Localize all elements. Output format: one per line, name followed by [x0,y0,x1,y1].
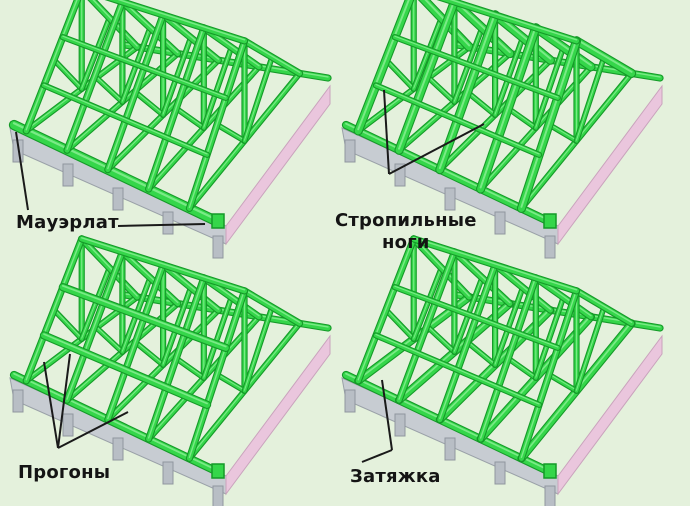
plate-block [211,213,225,229]
leader-line [57,353,71,449]
support-pier [344,139,356,163]
truss-panel-1 [8,0,332,259]
support-pier [494,211,506,235]
side-wall [557,84,663,246]
truss-panel-3 [9,235,332,506]
plate-block [543,463,557,479]
leader-line [383,89,390,175]
support-pier [112,437,124,461]
support-pier [62,163,74,187]
side-wall [557,334,663,496]
support-pier [12,389,24,413]
support-pier [444,187,456,211]
support-pier [162,461,174,485]
support-pier [544,235,556,259]
support-pier [494,461,506,485]
leader-line [388,123,485,175]
leader-line [57,411,129,449]
plate-block [543,213,557,229]
side-wall [225,334,331,496]
side-wall [225,84,331,246]
support-pier [344,389,356,413]
support-pier [162,211,174,235]
label-purlins: Прогоны [18,462,111,483]
label-tie-beam: Затяжка [350,466,441,487]
leader-line [361,449,393,463]
label-rafter-legs: Стропильные ноги [335,210,477,253]
leader-line [381,379,393,451]
leader-line [117,223,206,227]
leader-line [43,361,59,449]
support-pier [112,187,124,211]
truss-panel-2 [341,0,664,259]
leader-line [15,131,29,211]
support-pier [544,485,556,506]
support-pier [394,163,406,187]
truss-panel-4 [341,235,664,506]
support-pier [62,413,74,437]
support-pier [394,413,406,437]
support-pier [212,235,224,259]
plate-block [211,463,225,479]
support-pier [212,485,224,506]
label-mauerlat: Мауэрлат [16,212,119,233]
support-pier [444,437,456,461]
